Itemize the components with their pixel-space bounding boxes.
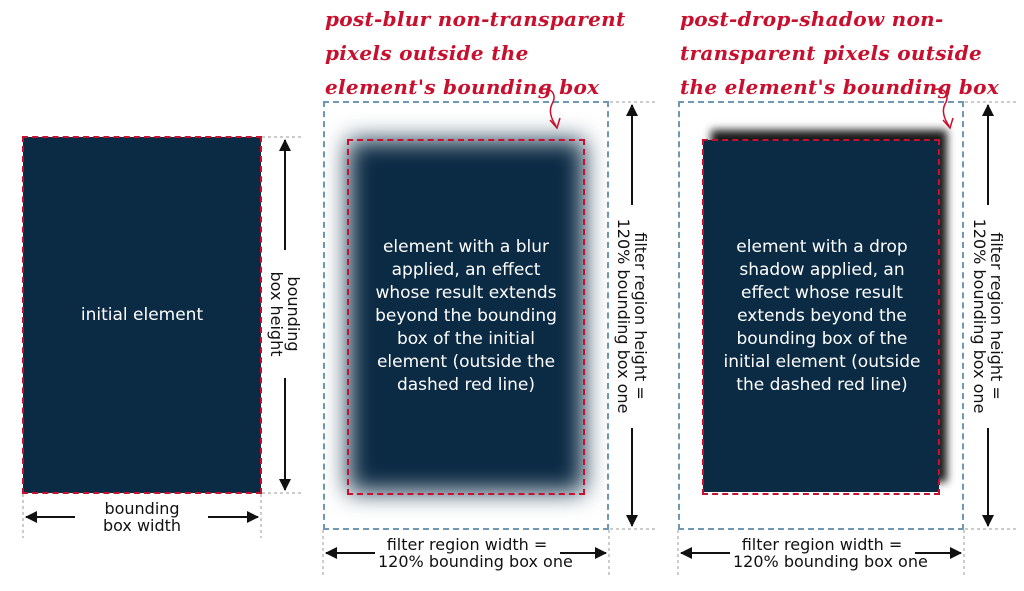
blur-caption-pointer [539, 88, 557, 127]
initial-element-bounding-box [22, 136, 262, 494]
blur-element-label: element with a blur applied, an effect w… [375, 236, 557, 395]
initial-element [23, 137, 261, 493]
shadow-caption-pointer [932, 88, 950, 127]
initial-element-label: initial element [80, 304, 204, 325]
shadow-caption-pointer-head [942, 117, 954, 130]
p2-height-label: filter region height = 120% bounding box… [614, 218, 650, 414]
blur-bounding-box [347, 139, 585, 495]
p2-width-label: filter region width = 120% bounding box … [378, 535, 573, 571]
blur-caption-line-1: post-blur non-transparent [325, 7, 626, 31]
shadow-caption-line-3: the element's bounding box [680, 75, 1000, 99]
drop-shadow-element [703, 140, 939, 492]
shadow-caption-line-2: transparent pixels outside [680, 41, 983, 65]
blurred-element [348, 140, 584, 492]
p1-height-label: bounding box height [267, 271, 303, 357]
filter-region-box-shadow [678, 101, 964, 530]
p1-width-label: bounding box width [80, 500, 204, 534]
shadow-element-label: element with a drop shadow applied, an e… [723, 236, 921, 395]
shadow-caption-line-1: post-drop-shadow non- [680, 7, 944, 31]
shadow-bounding-box [702, 139, 940, 495]
blur-caption-line-2: pixels outside the [325, 41, 529, 65]
filter-region-box-blur [323, 101, 609, 530]
p3-width-label: filter region width = 120% bounding box … [733, 535, 928, 571]
p3-height-label: filter region height = 120% bounding box… [970, 218, 1006, 414]
blur-caption-pointer-head [549, 117, 561, 130]
